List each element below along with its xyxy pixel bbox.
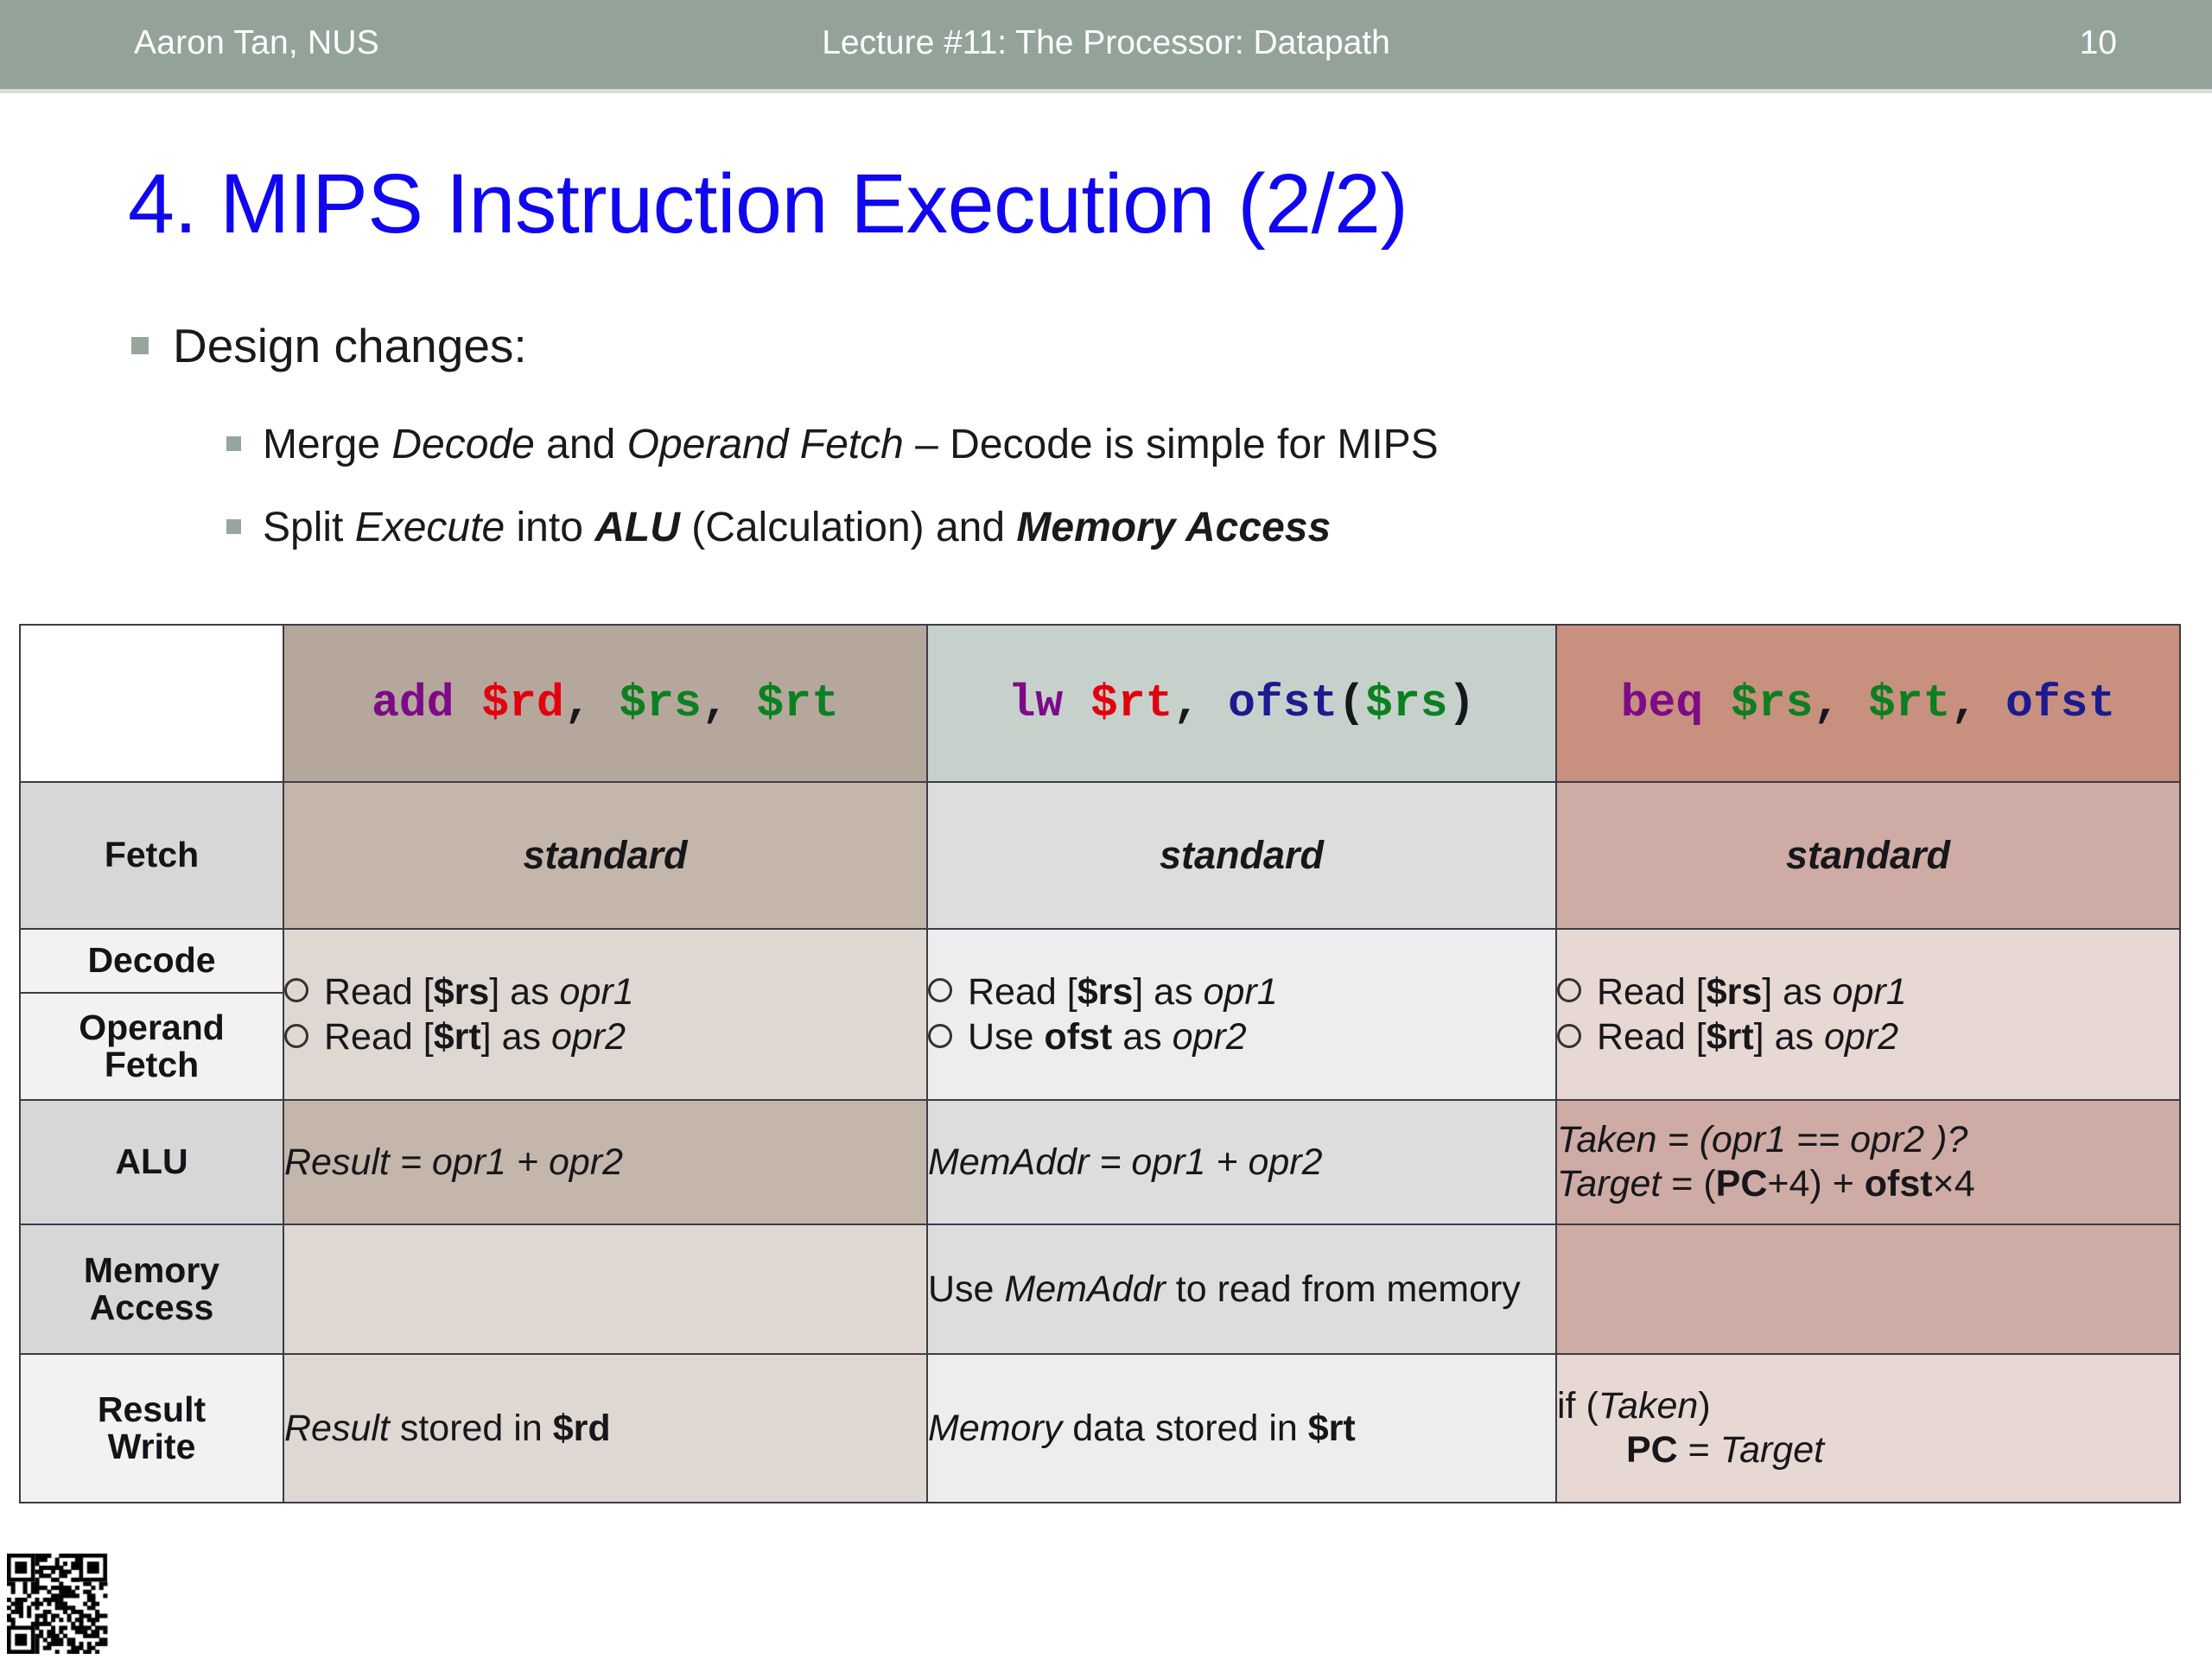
row-label-operand-fetch: Operand Fetch — [19, 992, 284, 1101]
row-label-memory-access: Memory Access — [19, 1224, 284, 1355]
cell-fetch-beq: standard — [1555, 781, 2181, 930]
cell-result-write-add-rest: stored in — [389, 1407, 553, 1449]
bullet-square-icon — [131, 337, 149, 355]
bullet-design-changes: Design changes: — [131, 318, 527, 373]
page-title: 4. MIPS Instruction Execution (2/2) — [128, 156, 1408, 251]
row-label-alu: ALU — [19, 1099, 284, 1225]
instruction-execution-table: add $rd, $rs, $rt lw $rt, ofst($rs) beq … — [19, 624, 2181, 1503]
circle-bullet-icon — [284, 1023, 308, 1048]
table-header-lw: lw $rt, ofst($rs) — [926, 624, 1557, 783]
cell-result-write-lw-italic: Memory — [928, 1407, 1063, 1449]
cell-alu-add: Result = opr1 + opr2 — [283, 1099, 928, 1225]
table-row-fetch: Fetch standard standard standard — [19, 781, 2181, 930]
slide-header-band: Aaron Tan, NUS Lecture #11: The Processo… — [0, 0, 2212, 89]
cell-result-write-beq-pc: PC — [1626, 1429, 1678, 1471]
circle-bullet-icon — [1557, 1023, 1581, 1048]
row-label-result-write-line2: Write — [107, 1427, 196, 1466]
cell-alu-beq-line1: Taken = (opr1 == opr2 )? — [1557, 1119, 1968, 1161]
bullet-split-execute: Split Execute into ALU (Calculation) and… — [226, 504, 1331, 551]
cell-memory-access-add — [283, 1224, 928, 1355]
cell-result-write-lw-rest: data stored in — [1062, 1407, 1308, 1449]
cell-result-write-beq-line2: PC = Target — [1626, 1428, 1824, 1472]
table-row-result-write: Result Write Result stored in $rd Memory… — [19, 1353, 2181, 1503]
operand-bullet-line: Read [$rt] as opr2 — [1557, 1014, 2179, 1059]
cell-result-write-lw: Memory data stored in $rt — [926, 1353, 1557, 1503]
row-label-result-write: Result Write — [19, 1353, 284, 1503]
cell-alu-add-text: Result = opr1 + opr2 — [284, 1141, 624, 1183]
cell-result-write-add: Result stored in $rd — [283, 1353, 928, 1503]
header-divider — [0, 89, 2212, 93]
cell-result-write-add-italic: Result — [284, 1407, 390, 1449]
row-label-memory-access-line2: Access — [89, 1287, 214, 1327]
row-label-decode: Decode — [19, 928, 284, 994]
cell-result-write-add-bold: $rd — [552, 1407, 611, 1449]
cell-memory-access-lw-text: Use MemAddr to read from memory — [928, 1268, 1521, 1310]
operand-bullet-line: Read [$rt] as opr2 — [284, 1014, 926, 1059]
operand-bullet-line: Use ofst as opr2 — [928, 1014, 1555, 1059]
bullet-merge-decode: Merge Decode and Operand Fetch – Decode … — [226, 421, 1439, 468]
operand-bullet-line: Read [$rs] as opr1 — [1557, 969, 2179, 1014]
cell-result-write-beq-eq: = — [1677, 1429, 1720, 1471]
cell-result-write-beq-line1: if (Taken) — [1557, 1385, 1711, 1427]
row-label-fetch: Fetch — [19, 781, 284, 930]
table-row-alu: ALU Result = opr1 + opr2 MemAddr = opr1 … — [19, 1099, 2181, 1225]
row-label-result-write-line1: Result — [97, 1389, 207, 1429]
cell-memory-access-lw: Use MemAddr to read from memory — [926, 1224, 1557, 1355]
qr-code — [7, 1554, 143, 1654]
bullet-design-changes-label: Design changes: — [173, 319, 527, 372]
cell-memory-access-beq — [1555, 1224, 2181, 1355]
cell-alu-lw-text: MemAddr = opr1 + opr2 — [928, 1141, 1323, 1183]
cell-alu-lw: MemAddr = opr1 + opr2 — [926, 1099, 1557, 1225]
bullet-square-icon — [226, 518, 241, 534]
row-label-memory-access-line1: Memory — [83, 1249, 220, 1290]
row-label-operand-fetch-line1: Operand — [79, 1007, 225, 1047]
header-page-number: 10 — [2079, 24, 2117, 61]
cell-result-write-beq: if (Taken) PC = Target — [1555, 1353, 2181, 1503]
table-header-beq: beq $rs, $rt, ofst — [1555, 624, 2181, 783]
circle-bullet-icon — [928, 978, 952, 1003]
operand-bullet-line: Read [$rs] as opr1 — [284, 969, 926, 1014]
table-header-add: add $rd, $rs, $rt — [283, 624, 928, 783]
operand-bullet-line: Read [$rs] as opr1 — [928, 969, 1555, 1014]
bullet-square-icon — [226, 435, 241, 451]
bullet-merge-decode-text: Merge Decode and Operand Fetch – Decode … — [263, 422, 1439, 467]
cell-fetch-lw: standard — [926, 781, 1557, 930]
table-row-operand-fetch: Operand Fetch — [19, 992, 2180, 1101]
header-lecture-title: Lecture #11: The Processor: Datapath — [822, 24, 1390, 61]
header-author: Aaron Tan, NUS — [134, 24, 379, 61]
table-header-row: add $rd, $rs, $rt lw $rt, ofst($rs) beq … — [19, 624, 2181, 783]
circle-bullet-icon — [284, 978, 308, 1003]
circle-bullet-icon — [928, 1023, 952, 1048]
bullet-split-execute-text: Split Execute into ALU (Calculation) and… — [263, 505, 1332, 550]
circle-bullet-icon — [1557, 978, 1581, 1003]
cell-result-write-beq-target: Target — [1719, 1429, 1825, 1471]
table-row-memory-access: Memory Access Use MemAddr to read from m… — [19, 1224, 2181, 1355]
table-corner-cell — [19, 624, 284, 783]
cell-alu-beq-line2: Target = (PC+4) + ofst×4 — [1557, 1163, 1975, 1205]
cell-result-write-lw-bold: $rt — [1307, 1407, 1356, 1449]
row-label-operand-fetch-line2: Fetch — [104, 1045, 200, 1084]
cell-fetch-add: standard — [283, 781, 928, 930]
cell-alu-beq: Taken = (opr1 == opr2 )? Target = (PC+4)… — [1555, 1099, 2181, 1225]
